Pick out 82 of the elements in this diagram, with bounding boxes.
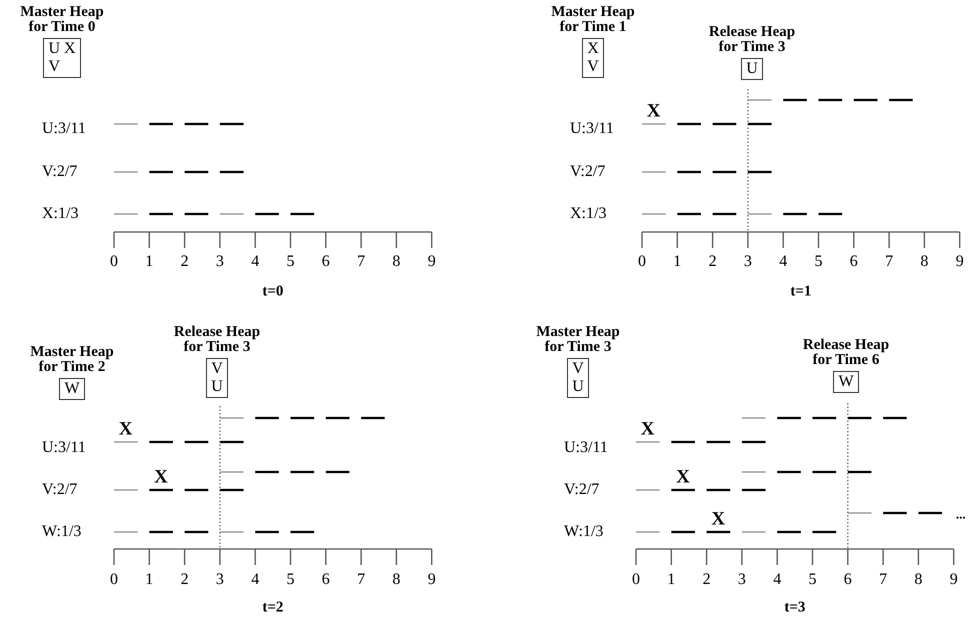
task-label: V:2/7 (564, 482, 600, 498)
tick-label: 6 (322, 254, 330, 270)
executed-mark: X (154, 468, 168, 486)
executed-mark: X (646, 102, 660, 120)
heap-item: X (64, 40, 76, 58)
tick-label: 4 (779, 254, 788, 270)
heap-item: W (838, 373, 854, 391)
tick-label: 1 (145, 572, 154, 588)
tick-label: 4 (251, 254, 260, 270)
heap-heading: Master Heap for Time 0 (19, 5, 105, 35)
tick-label: 3 (738, 572, 746, 588)
heap-item: V (48, 58, 60, 76)
tick-label: 2 (180, 254, 189, 270)
tick-label: 8 (914, 572, 922, 588)
tick-label: 9 (428, 254, 436, 270)
executed-mark: X (711, 510, 726, 528)
tick-label: 3 (744, 254, 752, 270)
heap-heading: Master Heap for Time 2 (29, 345, 115, 375)
heap-item: V (587, 58, 599, 76)
heap-item: U (746, 60, 758, 78)
tick-label: 5 (814, 254, 822, 270)
heap-heading: Release Heap for Time 3 (708, 25, 796, 55)
tick-label: 5 (286, 254, 294, 270)
task-label: V:2/7 (42, 482, 78, 498)
tick-label: 7 (357, 254, 366, 270)
tick-label: 0 (632, 572, 640, 588)
executed-mark: X (118, 420, 132, 438)
heap-heading: Release Heap for Time 6 (802, 338, 890, 368)
tick-label: 6 (850, 254, 858, 270)
tick-label: 6 (844, 572, 852, 588)
executed-mark: X (676, 468, 690, 486)
time-caption: t=3 (784, 600, 806, 616)
task-label: W:1/3 (564, 524, 604, 540)
heap-item: X (587, 40, 599, 58)
tick-label: 0 (110, 254, 118, 270)
tick-label: 0 (638, 254, 646, 270)
time-caption: t=2 (262, 600, 284, 616)
heap-heading: Master Heap for Time 1 (550, 5, 636, 35)
tick-label: 9 (956, 254, 964, 270)
tick-label: 4 (251, 572, 260, 588)
heap-item: U (211, 378, 223, 396)
tick-label: 3 (216, 572, 224, 588)
tick-label: 1 (673, 254, 682, 270)
task-label: U:3/11 (42, 440, 86, 456)
tick-label: 2 (702, 572, 711, 588)
tick-label: 9 (950, 572, 958, 588)
tick-label: 3 (216, 254, 224, 270)
heap-item: V (211, 360, 223, 378)
tick-label: 8 (392, 572, 400, 588)
tick-label: 2 (180, 572, 189, 588)
tick-label: 4 (773, 572, 782, 588)
heap-heading: Master Heap for Time 3 (535, 325, 621, 355)
time-caption: t=1 (790, 284, 812, 300)
tick-label: 8 (920, 254, 928, 270)
task-label: U:3/11 (570, 121, 614, 137)
heap-item: U (48, 40, 60, 58)
task-label: U:3/11 (42, 121, 86, 137)
task-label: U:3/11 (564, 440, 608, 456)
task-label: V:2/7 (42, 164, 78, 180)
tick-label: 6 (322, 572, 330, 588)
heap-item: W (64, 380, 80, 398)
ellipsis-mark: ... (956, 508, 966, 520)
tick-label: 7 (879, 572, 888, 588)
tick-label: 5 (286, 572, 294, 588)
heap-item: U (572, 378, 584, 396)
tick-label: 5 (808, 572, 816, 588)
task-label: X:1/3 (570, 206, 606, 222)
tick-label: 2 (708, 254, 717, 270)
heap-heading: Release Heap for Time 3 (172, 325, 262, 355)
task-label: V:2/7 (570, 164, 606, 180)
tick-label: 7 (357, 572, 366, 588)
task-label: X:1/3 (42, 206, 78, 222)
time-caption: t=0 (262, 284, 284, 300)
tick-label: 9 (428, 572, 436, 588)
tick-label: 8 (392, 254, 400, 270)
tick-label: 7 (885, 254, 894, 270)
heap-item: V (572, 360, 584, 378)
tick-label: 1 (667, 572, 676, 588)
tick-label: 1 (145, 254, 154, 270)
task-label: W:1/3 (42, 524, 82, 540)
executed-mark: X (640, 420, 654, 438)
tick-label: 0 (110, 572, 118, 588)
